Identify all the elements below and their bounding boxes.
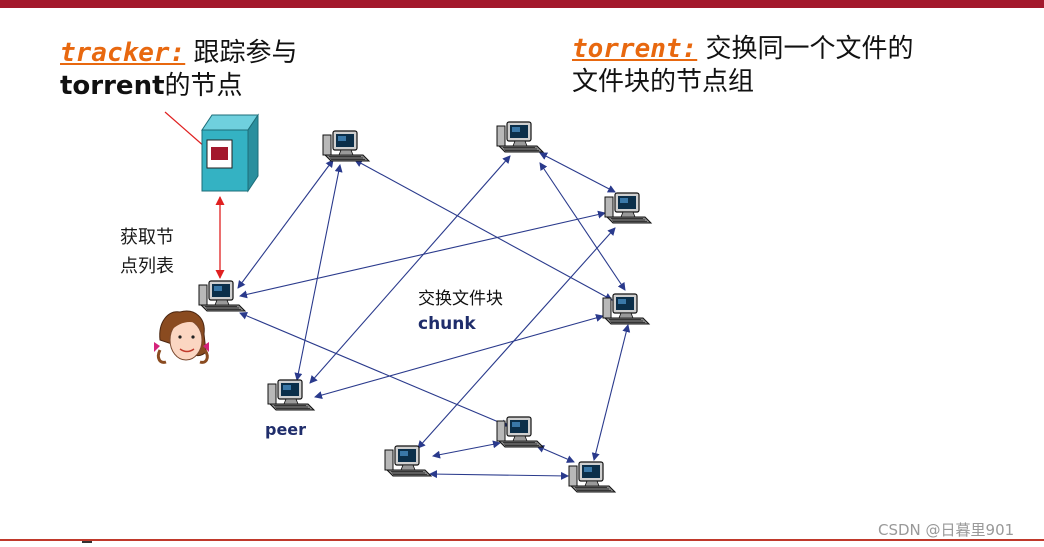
- computer-icon: [322, 130, 370, 162]
- torrent-keyword: torrent:: [572, 34, 698, 64]
- bottom-rule: [0, 539, 1044, 541]
- link-g-b: [239, 210, 606, 299]
- server-icon: [201, 113, 259, 193]
- link-a-i: [354, 159, 613, 301]
- computer-icon: [602, 293, 650, 325]
- tracker-title: tracker: 跟踪参与 torrent的节点: [60, 37, 298, 103]
- get-peer-list-line2: 点列表: [120, 256, 174, 277]
- chunk-exchange-label: 交换文件块 chunk: [418, 287, 503, 337]
- link-f-g: [539, 152, 616, 193]
- computer-icon: [604, 192, 652, 224]
- computer-icon: [496, 416, 544, 448]
- computer-icon: [496, 121, 544, 153]
- link-i-l: [591, 324, 631, 461]
- tracker-keyword: tracker:: [60, 38, 186, 68]
- computer-icon: [198, 280, 246, 312]
- link-j-l: [429, 470, 569, 480]
- torrent-title: torrent: 交换同一个文件的 文件块的节点组: [572, 33, 914, 99]
- peer-label: peer: [265, 420, 307, 439]
- torrent-desc-line2: 文件块的节点组: [572, 67, 755, 97]
- link-f-i: [539, 162, 626, 291]
- link-b-k: [239, 312, 509, 427]
- watermark: CSDN @日暮里901: [878, 521, 1015, 539]
- computer-icon: [267, 379, 315, 411]
- computer-icon: [568, 461, 616, 493]
- link-a-e: [294, 164, 343, 381]
- tracker-desc-line1: 跟踪参与: [193, 38, 298, 68]
- computer-icon: [384, 445, 432, 477]
- tracker-pointer-line: [164, 111, 206, 148]
- get-peer-list-label: 获取节 点列表: [120, 223, 174, 281]
- link-g-j: [417, 227, 616, 449]
- get-peer-list-line1: 获取节: [120, 227, 174, 248]
- tracker-bold-word: torrent: [60, 71, 165, 101]
- person-icon: [154, 310, 209, 364]
- link-j-k: [432, 440, 501, 459]
- chunk-exchange-line2: chunk: [418, 314, 476, 334]
- tracker-desc-line2: 的节点: [164, 71, 243, 101]
- torrent-desc-line1: 交换同一个文件的: [705, 34, 914, 64]
- link-k-l: [536, 445, 575, 463]
- top-bar: [0, 0, 1044, 8]
- chunk-exchange-line1: 交换文件块: [418, 289, 503, 309]
- bottom-mark: [82, 541, 92, 547]
